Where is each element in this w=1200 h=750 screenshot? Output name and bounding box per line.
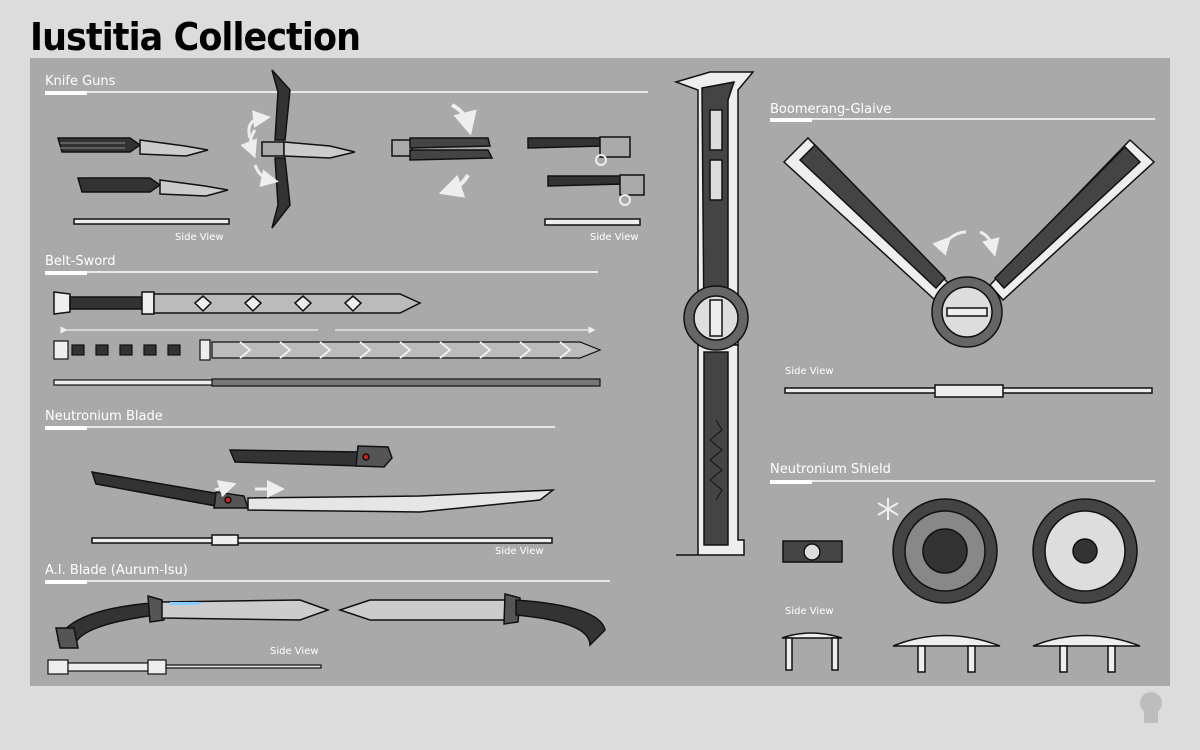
side-view-label: Side View <box>785 606 834 617</box>
neutronium-blade-drawn <box>90 471 556 546</box>
section-title-belt-sword: Belt-Sword <box>45 254 116 269</box>
section-rule <box>45 580 610 584</box>
knife-gun-open <box>240 69 356 229</box>
section-rule <box>45 426 555 430</box>
ai-blade-left <box>55 594 331 649</box>
knife-gun-transform <box>527 136 645 226</box>
page-title: Iustitia Collection <box>30 15 361 59</box>
snowflake-icon <box>877 498 899 520</box>
ai-blade-right <box>337 593 606 647</box>
belt-sword-extended <box>53 326 602 387</box>
tall-glaive <box>673 71 755 556</box>
section-title-neutronium-blade: Neutronium Blade <box>45 409 163 424</box>
side-view-label: Side View <box>590 232 639 243</box>
section-rule <box>770 480 1155 484</box>
section-title-boomerang-glaive: Boomerang-Glaive <box>770 102 892 117</box>
section-title-ai-blade: A.I. Blade (Aurum-Isu) <box>45 563 188 578</box>
side-view-label: Side View <box>785 366 834 377</box>
section-rule <box>45 271 598 275</box>
artist-logo-icon <box>1140 692 1162 723</box>
section-rule <box>45 91 648 95</box>
side-view-label: Side View <box>495 546 544 557</box>
side-view-label: Side View <box>270 646 319 657</box>
belt-sword-joined <box>53 291 422 315</box>
knife-gun-folding <box>391 103 494 198</box>
side-view-label: Side View <box>175 232 224 243</box>
boomerang-glaive <box>782 136 1156 398</box>
section-title-knife-guns: Knife Guns <box>45 74 116 89</box>
section-title-neutronium-shield: Neutronium Shield <box>770 462 891 477</box>
section-rule <box>770 118 1155 122</box>
neutronium-shield <box>781 498 1141 673</box>
knife-gun-closed <box>57 137 230 225</box>
ai-blade-side <box>47 659 322 675</box>
neutronium-blade-sheathed <box>228 445 393 468</box>
